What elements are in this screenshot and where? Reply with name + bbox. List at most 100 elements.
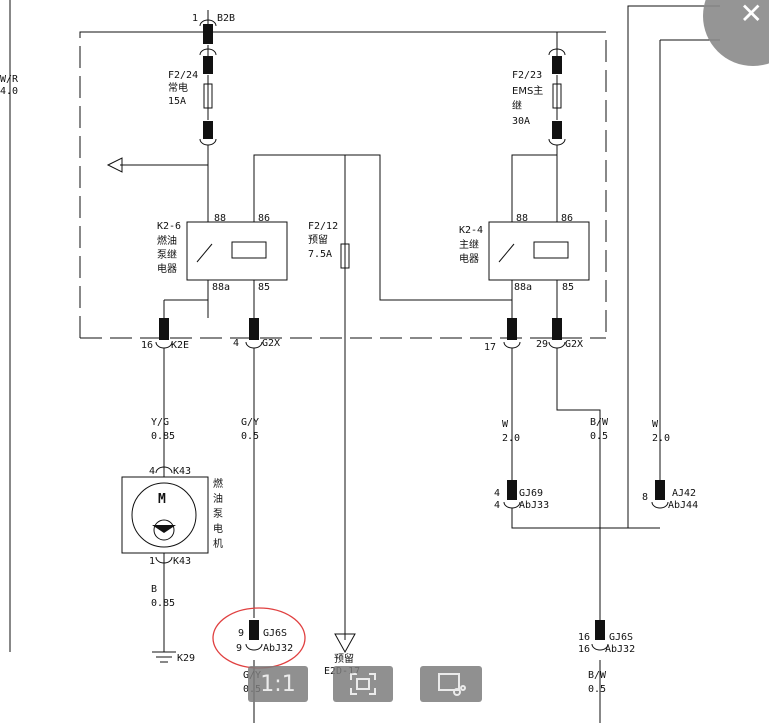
f223-bot-arc [548,138,566,146]
fuse-f224-body [203,83,213,109]
close-icon[interactable]: ✕ [739,0,763,30]
relay-k26-pin-88: 88 [214,213,226,224]
fuse-f212-id: F2/12 [308,221,338,232]
wire-w-join [511,508,660,529]
aj42-name-a: AJ42 [672,488,696,499]
aj42-pin-a: 8 [642,492,648,503]
relay-k26-box [186,221,288,281]
relay-k24-box [488,221,590,281]
g2x-arc-2 [548,341,566,349]
fuel-pump-box [121,476,209,554]
crop-icon [438,673,466,696]
relay-k24-id: K2-4 [459,225,483,236]
gj6s2-name-b: AbJ32 [605,644,635,655]
gj69-pin-a: 4 [494,488,500,499]
wire-bw [556,348,601,620]
k43-bot-arc [155,556,173,564]
fit-screen-icon [350,673,376,695]
wire-b-color: B [151,584,157,595]
fuse-f223-rating: 30A [512,116,530,127]
wire-w-3 [627,5,720,528]
gj6s1-name-b: AbJ32 [263,643,293,654]
aj42-connector [655,480,665,500]
a-arrow-icon [106,157,123,173]
gj69-arc [503,501,521,509]
conn-k2e-name: K2E [171,340,189,351]
reserve-terminal-label: 预留 [334,652,354,665]
pump-label-4: 电 [213,522,223,535]
gj69-name-a: GJ69 [519,488,543,499]
wire-bw-color: B/W [590,417,609,428]
f224-top-connector [203,56,213,74]
f223-top-arc [548,48,566,56]
relay-k24-name-2: 电器 [459,252,479,265]
relay-k26-name-3: 电器 [157,262,177,275]
top-connector-name: B2B [217,13,235,24]
gj6s-connector-2 [595,620,605,640]
relay-k24-name-1: 主继 [459,238,479,251]
left-wire-color: W/R [0,74,19,85]
relay-k24-pin-85: 85 [562,282,574,293]
fusebox-frame [79,31,607,338]
fuse-f212-rating: 7.5A [308,249,332,260]
wire-yg-color: Y/G [151,417,169,428]
relay-k26-pin-86: 86 [258,213,270,224]
conn-g2x-pin-1: 4 [233,338,239,349]
relay-k26-coil [231,241,267,259]
fuse-f212-desc: 预留 [308,233,328,246]
left-wire-gauge: 4.0 [0,86,18,97]
pump-impeller-blade [152,525,176,533]
fuel-pump-impeller [153,519,175,541]
aj42-name-b: AbJ44 [668,500,698,511]
relay-k26-name-2: 泵继 [157,248,177,261]
relay-k26-pin-85: 85 [258,282,270,293]
b2b-connector [203,24,213,44]
pump-label-5: 机 [213,537,223,550]
wire-w1-gauge: 2.0 [502,433,520,444]
conn-g2x-name-2: G2X [565,339,583,350]
relay-k26-pin-88a: 88a [212,282,230,293]
relay-k24-pin-88: 88 [516,213,528,224]
wire-gy-color: G/Y [241,417,259,428]
fuse-f223-desc-1: EMS主 [512,85,543,97]
gj6s2-pin-a: 16 [578,632,590,643]
gj6s-connector-1 [249,620,259,640]
cross-wire [253,154,512,301]
pump-label-2: 油 [213,492,223,505]
relay-k24-switch [498,243,515,263]
gj6s1-name-a: GJ6S [263,628,287,639]
g2x-connector-1 [249,318,259,340]
f223-top-connector [552,56,562,74]
aj42-arc [651,501,669,509]
gj6s-arc-2 [591,643,609,651]
conn-g2x-name-1: G2X [262,338,280,349]
ground-name: K29 [177,653,195,664]
fuel-pump-motor [131,482,197,548]
g2x-arc-1 [245,341,263,349]
wire-bw2-gauge: 0.5 [588,684,606,695]
fuse-f224-id: F2/24 [168,70,198,81]
f224-top-arc [199,48,217,56]
wire-b-gauge: 0.85 [151,598,175,609]
actual-size-label: 1:1 [260,671,296,697]
pump-bottom-pin: 1 [149,556,155,567]
crop-button[interactable] [420,666,482,702]
actual-size-button[interactable]: 1:1 [248,666,308,702]
relay-k26-name-1: 燃油 [157,234,177,247]
pump-label-1: 燃 [213,477,223,490]
pump-top-pin: 4 [149,466,155,477]
relay-k26-id: K2-6 [157,221,181,232]
gj69-name-b: AbJ33 [519,500,549,511]
pump-bottom-conn: K43 [173,556,191,567]
f223-to-relay [511,145,558,222]
fit-screen-button[interactable] [333,666,393,702]
b2b-arc [199,19,217,27]
gj69-connector [507,480,517,500]
gj6s1-pin-a: 9 [238,628,244,639]
gj6s2-pin-b: 16 [578,644,590,655]
conn17-arc [503,341,521,349]
pump-motor-letter: M [158,492,166,507]
wire-w1-color: W [502,419,509,430]
g2x-connector-2 [552,318,562,340]
